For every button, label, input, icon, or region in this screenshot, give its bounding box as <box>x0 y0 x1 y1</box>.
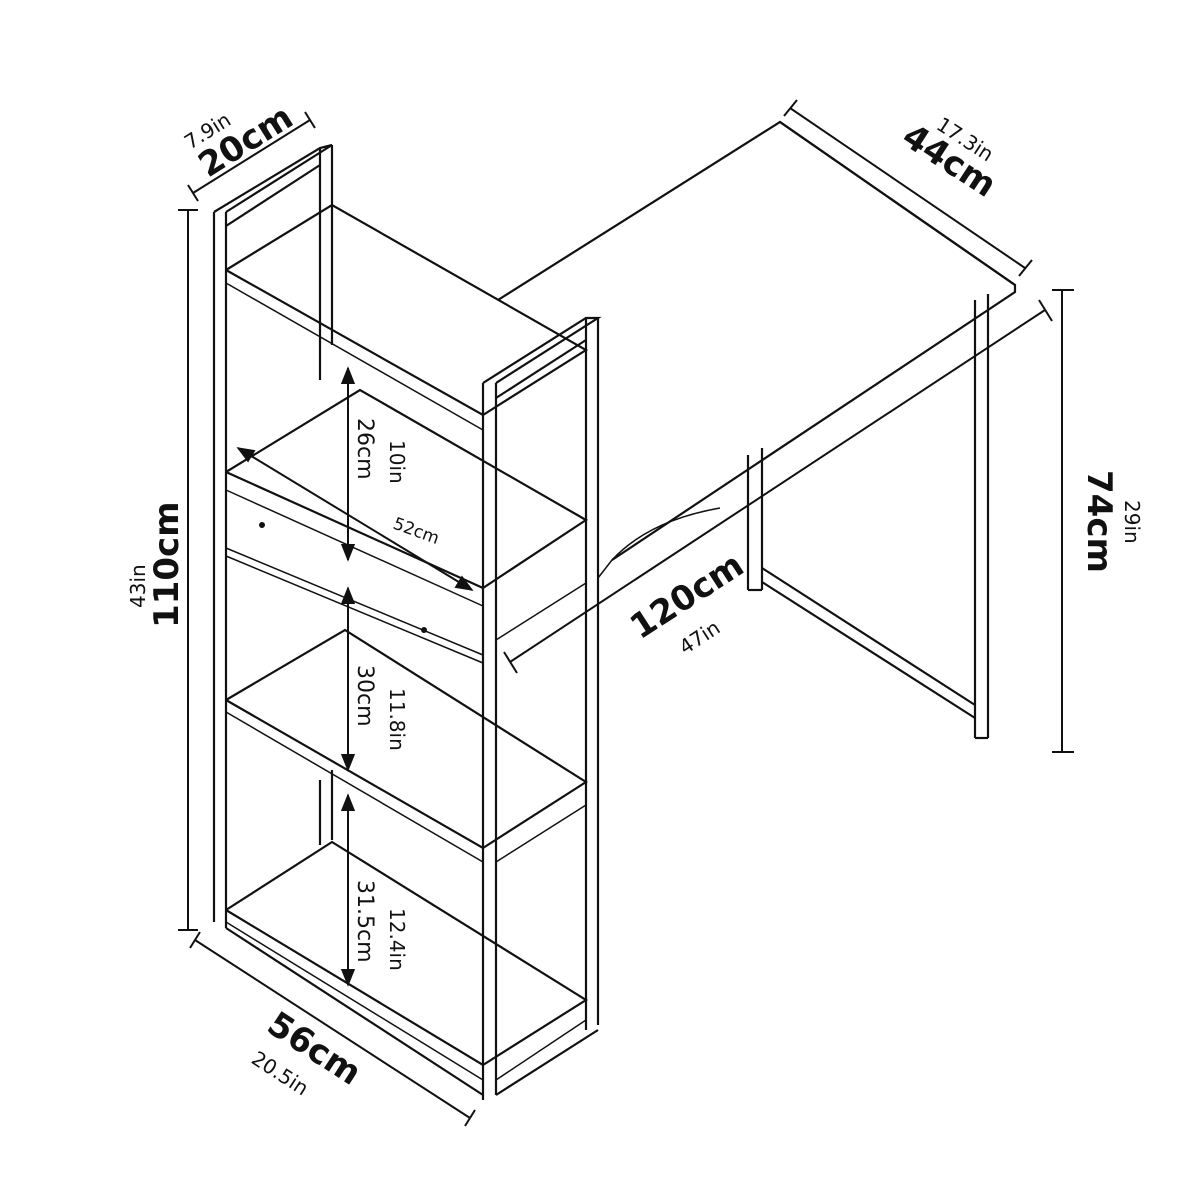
shelf-unit <box>212 143 602 1100</box>
shelf-back-left-post <box>318 145 334 845</box>
gap-bottom-cm: 31.5cm <box>352 880 377 963</box>
total-height-in: 43in <box>126 564 150 608</box>
shelf-front-left-post <box>212 212 228 928</box>
shelf-depth-cm: 20cm <box>192 97 300 185</box>
shelf-bottom <box>225 840 589 1067</box>
desk <box>497 120 1017 740</box>
desk-right-leg <box>973 294 990 740</box>
dimension-lines <box>178 99 1074 1127</box>
gap-top-in: 10in <box>385 440 409 484</box>
desk-height-cm: 74cm <box>1079 470 1119 573</box>
desk-top <box>497 120 1017 561</box>
shelf-back-right-post <box>584 318 600 1030</box>
shelf-front-right-post <box>481 383 498 1100</box>
gap-bottom-in: 12.4in <box>385 908 409 971</box>
gap-middle-in: 11.8in <box>385 688 409 751</box>
gap-top-cm: 26cm <box>352 418 377 480</box>
drawer-width-cm: 52cm <box>390 514 442 549</box>
desk-back-leg <box>746 448 764 592</box>
dimension-labels: 7.9in 20cm 17.3in 44cm 43in 110cm 74cm 2… <box>126 97 1144 1100</box>
shelf-top <box>225 203 589 417</box>
total-height-cm: 110cm <box>147 501 187 628</box>
drawer-front <box>225 522 484 664</box>
desk-side-rail <box>761 567 976 706</box>
desk-height-in: 29in <box>1120 500 1144 544</box>
gap-middle-cm: 30cm <box>352 665 377 727</box>
shelf-drawer <box>225 388 589 590</box>
shelf-middle <box>225 628 589 850</box>
